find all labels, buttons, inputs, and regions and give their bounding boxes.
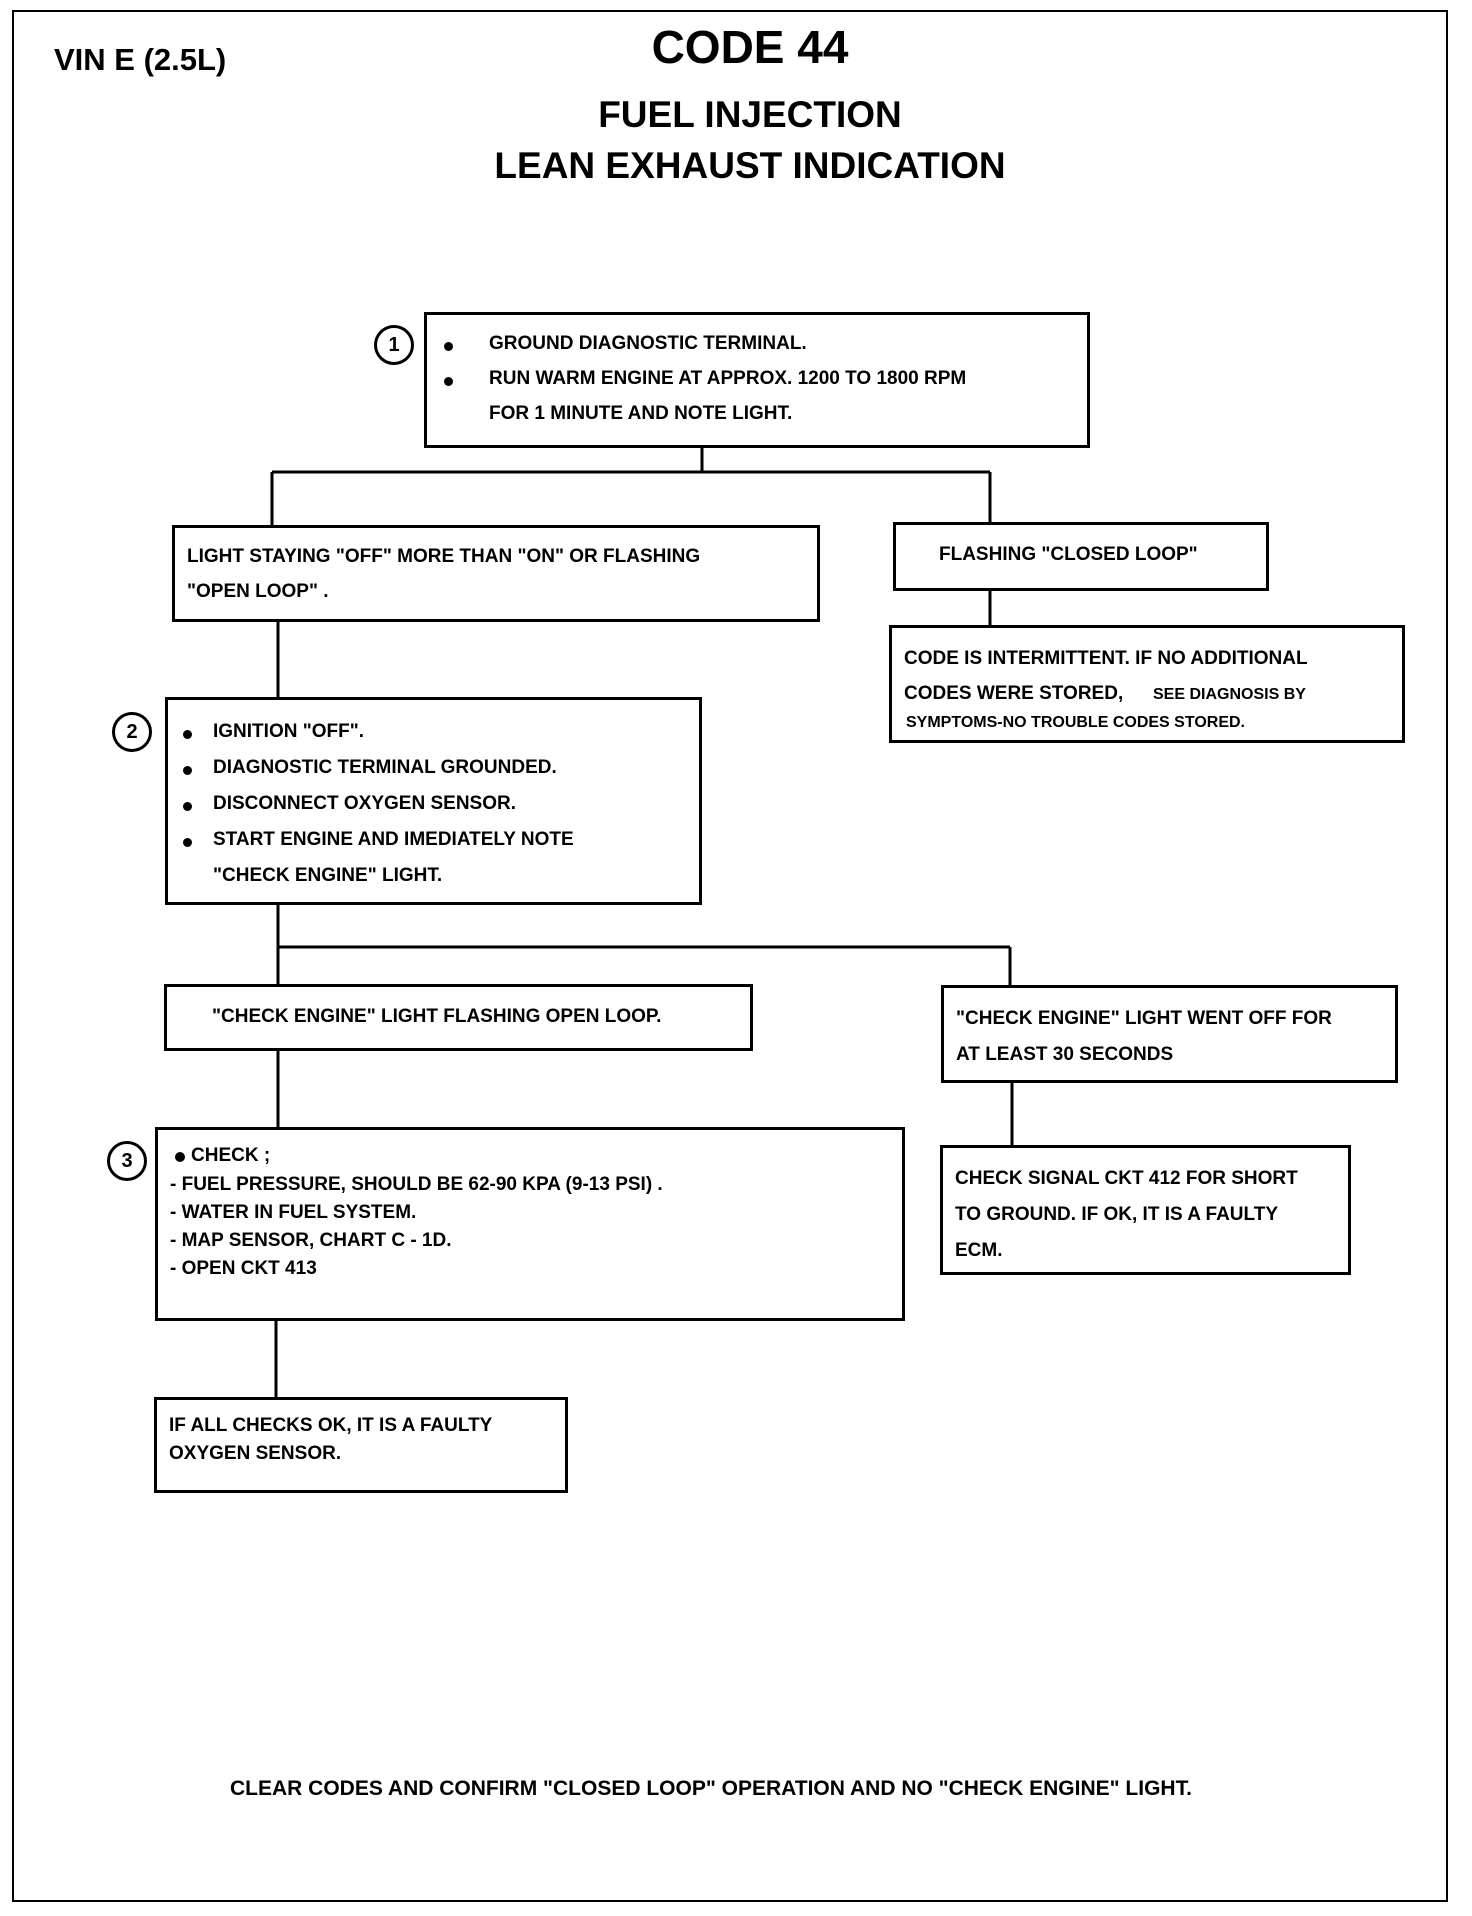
step3-line: - FUEL PRESSURE, SHOULD BE 62-90 KPA (9-…	[170, 1174, 663, 1195]
subtitle-lean-exhaust: LEAN EXHAUST INDICATION	[494, 145, 1006, 186]
bullet-icon	[444, 342, 453, 351]
intermittent-line: CODES WERE STORED,	[904, 683, 1124, 704]
step3-line: - WATER IN FUEL SYSTEM.	[170, 1202, 417, 1223]
step2-box: IGNITION "OFF". DIAGNOSTIC TERMINAL GROU…	[165, 697, 702, 905]
open-loop-line: "CHECK ENGINE" LIGHT FLASHING OPEN LOOP.	[212, 1006, 662, 1027]
step2-line: IGNITION "OFF".	[213, 721, 365, 742]
bullet-icon	[183, 730, 192, 739]
page-border	[12, 10, 1448, 1902]
step-number-1: 1	[374, 325, 414, 365]
signal-ckt-box: CHECK SIGNAL CKT 412 FOR SHORT TO GROUND…	[940, 1145, 1351, 1275]
step2-line: DISCONNECT OXYGEN SENSOR.	[213, 793, 516, 814]
vin-label: VIN E (2.5L)	[54, 42, 227, 77]
step1-box: GROUND DIAGNOSTIC TERMINAL. RUN WARM ENG…	[424, 312, 1090, 448]
step2-line: START ENGINE AND IMEDIATELY NOTE	[213, 829, 574, 850]
went-off-line: AT LEAST 30 SECONDS	[956, 1044, 1174, 1065]
step2-line: "CHECK ENGINE" LIGHT.	[213, 865, 443, 886]
closed-loop-line: FLASHING "CLOSED LOOP"	[939, 544, 1198, 565]
subtitle-fuel-injection: FUEL INJECTION	[598, 94, 902, 135]
signal-ckt-line: ECM.	[955, 1240, 1003, 1261]
step3-box: CHECK ; - FUEL PRESSURE, SHOULD BE 62-90…	[155, 1127, 905, 1321]
intermittent-line: SEE DIAGNOSIS BY	[1153, 686, 1306, 703]
flashing-open-loop-box: "CHECK ENGINE" LIGHT FLASHING OPEN LOOP.	[164, 984, 753, 1051]
intermittent-line: SYMPTOMS-NO TROUBLE CODES STORED.	[906, 714, 1245, 731]
light-off-line: "OPEN LOOP" .	[187, 581, 329, 602]
step1-line: RUN WARM ENGINE AT APPROX. 1200 TO 1800 …	[489, 368, 967, 389]
bullet-icon	[183, 838, 192, 847]
light-went-off-box: "CHECK ENGINE" LIGHT WENT OFF FOR AT LEA…	[941, 985, 1398, 1083]
bullet-icon	[183, 766, 192, 775]
footer-instruction: CLEAR CODES AND CONFIRM "CLOSED LOOP" OP…	[230, 1777, 1192, 1800]
connector-step2-split	[276, 903, 1012, 986]
light-off-line: LIGHT STAYING "OFF" MORE THAN "ON" OR FL…	[187, 546, 701, 567]
flashing-closed-loop-box: FLASHING "CLOSED LOOP"	[893, 522, 1269, 591]
connector-step1-split	[270, 447, 992, 528]
step1-line: FOR 1 MINUTE AND NOTE LIGHT.	[489, 403, 793, 424]
step3-line: - OPEN CKT 413	[170, 1258, 317, 1279]
bullet-icon	[183, 802, 192, 811]
step-number-3: 3	[107, 1141, 147, 1181]
step-number-2: 2	[112, 712, 152, 752]
step1-line: GROUND DIAGNOSTIC TERMINAL.	[489, 333, 807, 354]
light-off-more-box: LIGHT STAYING "OFF" MORE THAN "ON" OR FL…	[172, 525, 820, 622]
faulty-o2-line: IF ALL CHECKS OK, IT IS A FAULTY	[169, 1415, 493, 1436]
signal-ckt-line: TO GROUND. IF OK, IT IS A FAULTY	[955, 1204, 1278, 1225]
step3-line: - MAP SENSOR, CHART C - 1D.	[170, 1230, 452, 1251]
intermittent-box: CODE IS INTERMITTENT. IF NO ADDITIONAL C…	[889, 625, 1405, 743]
faulty-o2-line: OXYGEN SENSOR.	[169, 1443, 342, 1464]
bullet-icon	[444, 377, 453, 386]
bullet-icon	[175, 1152, 185, 1162]
signal-ckt-line: CHECK SIGNAL CKT 412 FOR SHORT	[955, 1168, 1298, 1189]
went-off-line: "CHECK ENGINE" LIGHT WENT OFF FOR	[956, 1008, 1332, 1029]
step3-line: CHECK ;	[191, 1145, 271, 1166]
step2-line: DIAGNOSTIC TERMINAL GROUNDED.	[213, 757, 557, 778]
intermittent-line: CODE IS INTERMITTENT. IF NO ADDITIONAL	[904, 648, 1308, 669]
code-title: CODE 44	[651, 21, 849, 73]
faulty-oxygen-sensor-box: IF ALL CHECKS OK, IT IS A FAULTY OXYGEN …	[154, 1397, 568, 1493]
